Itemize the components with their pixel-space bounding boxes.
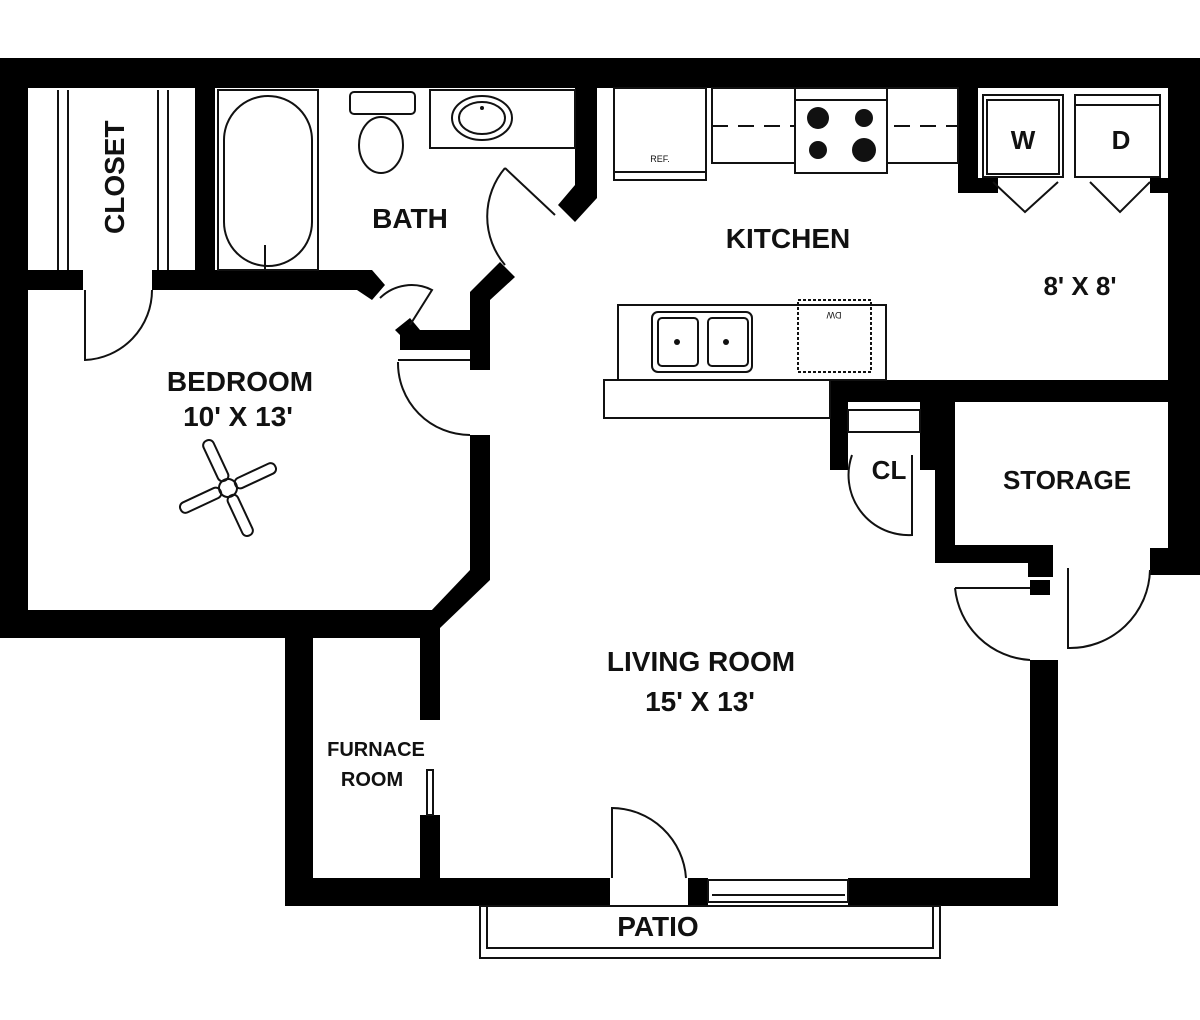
room-label-bath: BATH: [372, 203, 448, 234]
dishwasher-label: DW: [826, 310, 842, 320]
room-label-closet: CLOSET: [99, 120, 130, 234]
room-label-furnace-line2: ROOM: [340, 769, 404, 791]
room-dimensions-living-room: 15' X 13': [645, 686, 755, 717]
room-label-storage: STORAGE: [1002, 465, 1132, 495]
washer-label: W: [1010, 125, 1036, 155]
fixtures: [57, 87, 1161, 959]
dryer-label: D: [1111, 125, 1131, 155]
refrigerator-label: REF.: [650, 154, 670, 164]
room-label-cl: CL: [871, 455, 907, 485]
room-label-kitchen: KITCHEN: [725, 223, 851, 254]
burners: [480, 106, 876, 345]
room-label-furnace-line1: FURNACE: [327, 739, 425, 761]
room-dimensions-bedroom: 10' X 13': [183, 401, 293, 432]
walls: [0, 58, 1200, 906]
room-label-patio: PATIO: [617, 911, 699, 942]
room-dimensions-kitchen: 8' X 8': [1043, 271, 1117, 301]
room-label-living-room: LIVING ROOM: [606, 646, 796, 677]
ceiling-fan-icon: [178, 438, 278, 538]
room-label-bedroom: BEDROOM: [166, 366, 314, 397]
